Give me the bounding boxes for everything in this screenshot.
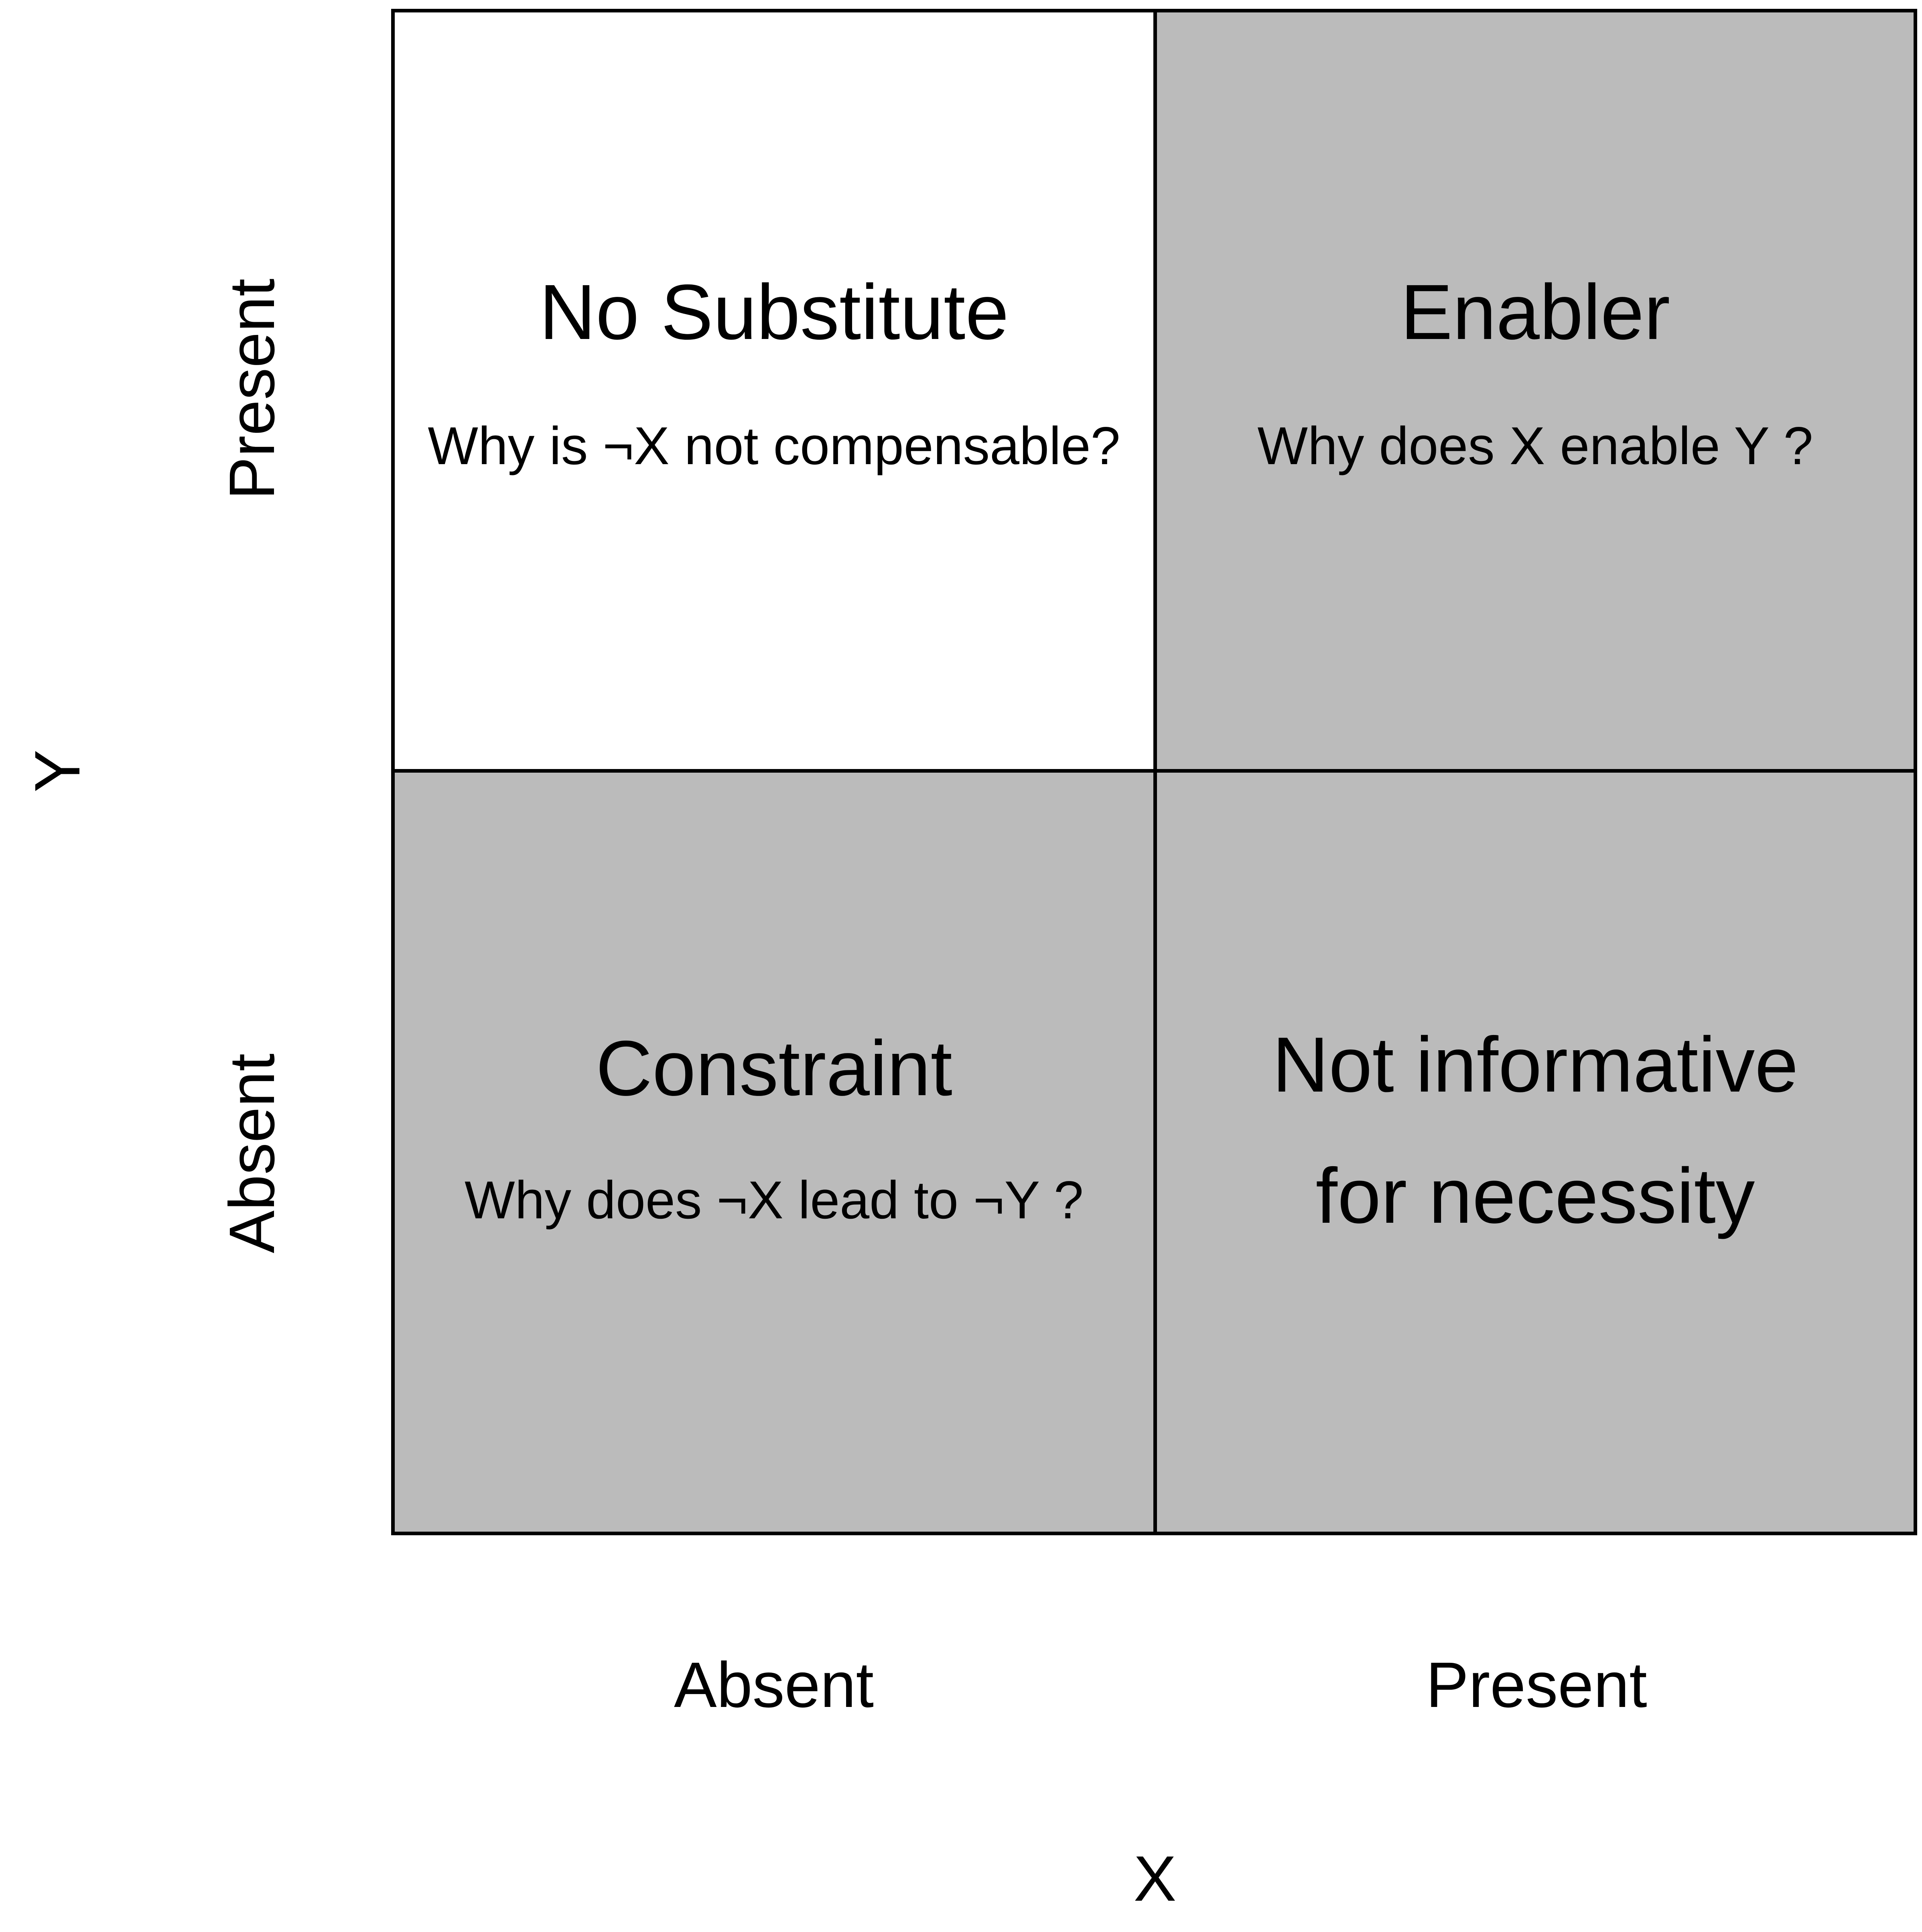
quadrant-enabler: Enabler Why does X enable Y ? [1157,12,1914,769]
x-tick-absent: Absent [674,1649,874,1721]
quadrant-title-enabler: Enabler [1400,268,1670,356]
quadrant-question-constraint: Why does ¬X lead to ¬Y ? [465,1171,1084,1230]
quadrant-constraint: Constraint Why does ¬X lead to ¬Y ? [395,773,1153,1532]
quadrant-title-not-informative-line2: for necessity [1315,1152,1755,1240]
quadrant-title-constraint: Constraint [596,1025,952,1112]
quadrant-not-informative: Not informative for necessity [1157,773,1914,1532]
quadrant-question-no-substitute: Why is ¬X not compensable? [428,416,1120,476]
x-axis-title: X [1133,1843,1177,1914]
y-axis-title: Y [21,749,93,793]
horizontal-divider [391,769,1917,773]
y-tick-absent: Absent [216,1053,288,1254]
quadrant-title-no-substitute: No Substitute [539,268,1009,356]
quadrant-question-enabler: Why does X enable Y ? [1257,416,1813,476]
quadrant-title-not-informative-line1: Not informative [1272,1021,1798,1108]
x-tick-present: Present [1426,1649,1647,1721]
quadrant-no-substitute: No Substitute Why is ¬X not compensable? [395,12,1153,769]
y-tick-present: Present [216,278,288,500]
